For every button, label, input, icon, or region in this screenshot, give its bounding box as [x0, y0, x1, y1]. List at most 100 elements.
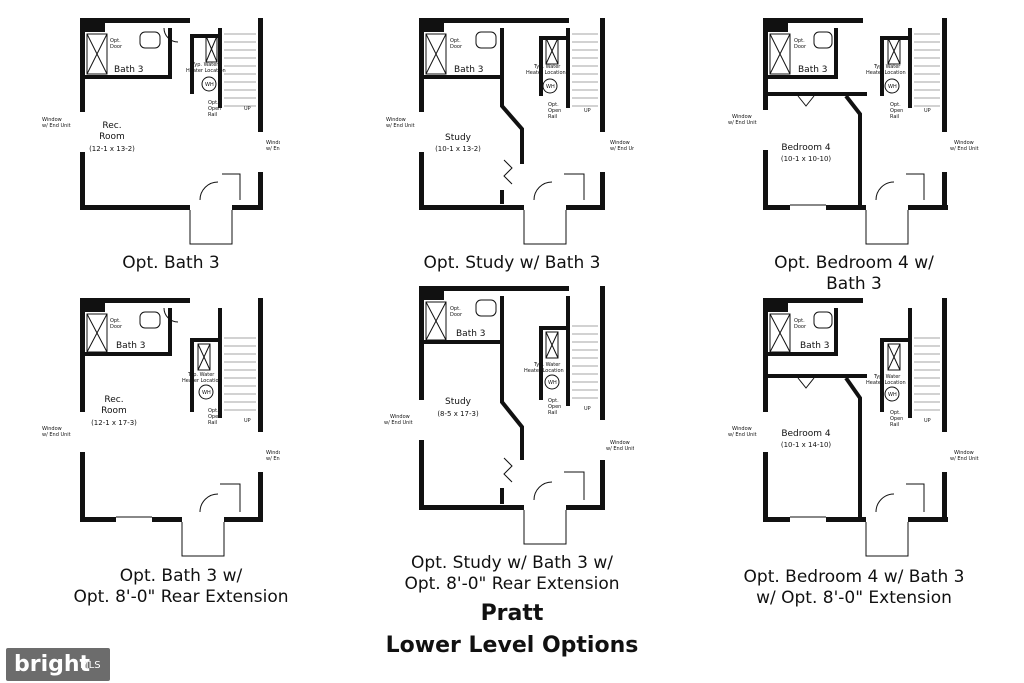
open-rail-label: Rail: [208, 420, 217, 426]
bath-label: Bath 3: [800, 341, 830, 351]
open-rail-label: Rail: [548, 410, 557, 416]
caption-line: Opt. 8'-0" Rear Extension: [404, 574, 620, 594]
window-label: Window: [266, 140, 280, 146]
window-label: w/ End Unit: [386, 123, 415, 129]
caption-line: Opt. Bath 3: [122, 253, 220, 273]
window-label: Window: [42, 117, 62, 123]
open-rail-label: Opt.: [890, 102, 901, 108]
floor-plan-1: Opt. Door Bath 3 Typ. Water Heater Locat…: [40, 14, 280, 249]
window-label: w/ End Unit: [384, 420, 413, 426]
up-label: UP: [584, 406, 591, 412]
window-label: Window: [386, 117, 406, 123]
wh-label: WH: [888, 392, 897, 398]
window-label: w/ End Unit: [950, 456, 979, 462]
water-heater-label: Heater Location: [866, 380, 906, 386]
opt-door-label: Opt.: [110, 38, 121, 44]
window-label: Window: [266, 450, 280, 456]
wh-label: WH: [888, 84, 897, 90]
opt-door-label: Door: [110, 324, 123, 330]
window-label: Window: [42, 426, 62, 432]
caption-line: Opt. Bath 3 w/: [119, 566, 243, 586]
up-label: UP: [244, 418, 251, 424]
window-label: w/ End Unit: [606, 446, 634, 452]
caption-line: Opt. Bedroom 4 w/ Bath 3: [743, 567, 965, 587]
room-dimensions: (12-1 x 13-2): [89, 145, 135, 153]
window-label: w/ End Unit: [42, 432, 71, 438]
open-rail-label: Opt.: [548, 398, 559, 404]
water-heater-label: Typ. Water: [873, 64, 901, 70]
room-name: Study: [445, 397, 472, 407]
bath-label: Bath 3: [798, 65, 828, 75]
open-rail-label: Open: [208, 106, 221, 112]
caption-line: w/ Opt. 8'-0" Extension: [756, 588, 952, 608]
open-rail-label: Open: [890, 416, 903, 422]
open-rail-label: Opt.: [208, 408, 219, 414]
open-rail-label: Rail: [890, 422, 899, 428]
water-heater-label: Typ. Water: [187, 372, 215, 378]
room-dimensions: (10-1 x 14-10): [781, 441, 832, 449]
open-rail-label: Open: [208, 414, 221, 420]
bath-label: Bath 3: [454, 65, 484, 75]
up-label: UP: [924, 108, 931, 114]
room-name: Study: [445, 133, 472, 143]
window-label: w/ End Unit: [42, 123, 71, 129]
watermark-suffix: MLS: [80, 660, 101, 671]
water-heater-label: Heater Location: [182, 378, 222, 384]
room-dimensions: (10-1 x 13-2): [435, 145, 481, 153]
bath-label: Bath 3: [456, 329, 486, 339]
room-dimensions: (10-1 x 10-10): [781, 155, 832, 163]
window-label: Window: [732, 114, 752, 120]
opt-door-label: Door: [450, 312, 463, 318]
open-rail-label: Opt.: [548, 102, 559, 108]
window-label: w/ End Unit: [728, 432, 757, 438]
room-name: Rec.: [104, 395, 123, 405]
window-label: Window: [610, 440, 630, 446]
room-dimensions: (8-5 x 17-3): [437, 410, 479, 418]
water-heater-label: Heater Location: [866, 70, 906, 76]
opt-door-label: Opt.: [450, 38, 461, 44]
bath-label: Bath 3: [114, 65, 144, 75]
water-heater-label: Typ. Water: [533, 362, 561, 368]
window-label: Window: [390, 414, 410, 420]
water-heater-label: Typ. Water: [191, 62, 219, 68]
open-rail-label: Rail: [548, 114, 557, 120]
plan-caption-1: Opt. Bath 3: [40, 253, 302, 274]
water-heater-label: Heater Location: [526, 70, 566, 76]
room-name: Bedroom 4: [781, 143, 831, 153]
wh-label: WH: [202, 390, 211, 396]
bath-label: Bath 3: [116, 341, 146, 351]
window-label: Window: [954, 450, 974, 456]
floor-plan-5: Opt. Door Bath 3 Typ. Water Heater Locat…: [384, 282, 634, 548]
room-name: Bedroom 4: [781, 429, 831, 439]
water-heater-label: Typ. Water: [533, 64, 561, 70]
water-heater-label: Typ. Water: [873, 374, 901, 380]
wh-label: WH: [548, 380, 557, 386]
open-rail-label: Open: [890, 108, 903, 114]
wh-label: WH: [546, 84, 555, 90]
opt-door-label: Opt.: [110, 318, 121, 324]
caption-line: Opt. 8'-0" Rear Extension: [73, 587, 289, 607]
page-subtitle: Lower Level Options: [385, 633, 639, 658]
room-name: Room: [99, 132, 125, 142]
brightmls-watermark: bright MLS: [6, 648, 110, 681]
plan-caption-3: Opt. Bedroom 4 w/ Bath 3: [728, 253, 980, 295]
caption-line: Bath 3: [826, 274, 882, 294]
open-rail-label: Rail: [890, 114, 899, 120]
open-rail-label: Open: [548, 108, 561, 114]
floor-plan-3: Opt. Door Bath 3 Typ. Water Heater Locat…: [728, 14, 988, 249]
up-label: UP: [584, 108, 591, 114]
water-heater-label: Heater Location: [186, 68, 226, 74]
open-rail-label: Open: [548, 404, 561, 410]
window-label: w/ End Unit: [266, 456, 280, 462]
watermark-brand: bright: [14, 652, 91, 677]
opt-door-label: Opt.: [794, 38, 805, 44]
opt-door-label: Door: [110, 44, 123, 50]
window-label: w/ End Unit: [610, 146, 634, 152]
window-label: w/ End Unit: [950, 146, 979, 152]
caption-line: Opt. Bedroom 4 w/: [774, 253, 934, 273]
opt-door-label: Door: [450, 44, 463, 50]
opt-door-label: Opt.: [794, 318, 805, 324]
window-label: Window: [954, 140, 974, 146]
window-label: Window: [610, 140, 630, 146]
water-heater-label: Heater Location: [524, 368, 564, 374]
